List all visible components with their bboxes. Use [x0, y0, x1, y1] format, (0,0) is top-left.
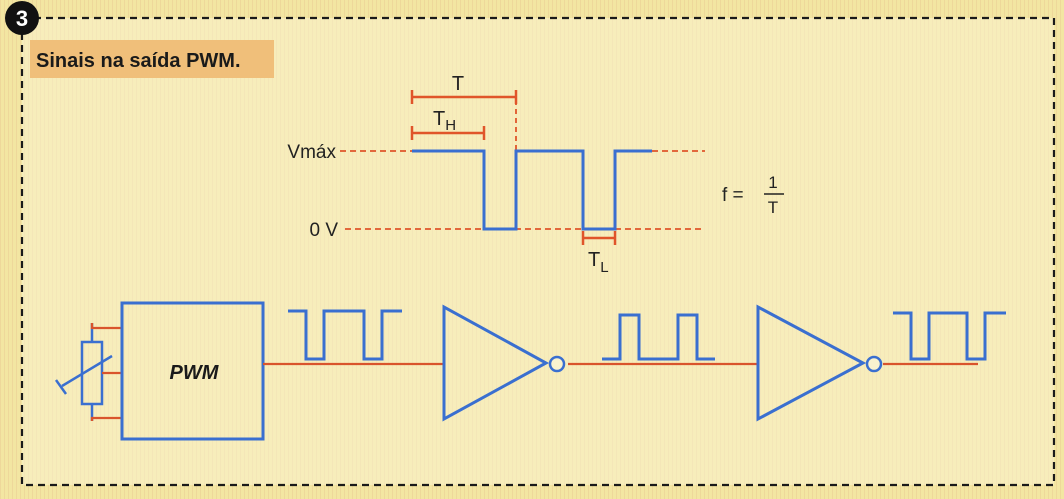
formula-numerator: 1 — [768, 173, 777, 192]
inverter-1 — [442, 304, 566, 422]
waveform-pwm-output — [288, 309, 402, 361]
pot-wires — [90, 323, 122, 421]
figure-number: 3 — [16, 6, 28, 31]
formula-denominator: T — [768, 198, 778, 217]
TH-main: T — [433, 108, 445, 130]
TH-subscript: H — [445, 117, 456, 134]
TL-main: T — [588, 249, 600, 271]
figure-panel — [22, 18, 1054, 485]
TL-subscript: L — [600, 259, 608, 276]
caption-box — [30, 40, 274, 78]
period-T-bracket — [410, 90, 518, 104]
timing-diagram: Vmáx 0 V T TH TL f = 1 T — [287, 73, 784, 276]
figure-frame — [20, 16, 1056, 487]
waveform-inverted — [602, 313, 715, 361]
period-T-label: T — [452, 73, 464, 95]
inverter-2 — [756, 304, 883, 422]
formula-lhs: f = — [722, 185, 744, 206]
high-time-TH-label: TH — [433, 108, 456, 134]
pwm-waveform — [412, 149, 652, 231]
figure-number-badge: 3 — [5, 1, 39, 35]
high-time-TH-bracket — [410, 126, 486, 140]
frequency-formula: f = 1 T — [722, 173, 784, 217]
zero-volt-label: 0 V — [309, 220, 338, 241]
pwm-block — [120, 301, 265, 441]
circuit-diagram: PWM — [54, 301, 1006, 441]
caption-text: Sinais na saída PWM. — [36, 50, 241, 72]
vmax-label: Vmáx — [287, 142, 336, 163]
waveform-reinverted — [893, 311, 1006, 361]
low-time-TL-label: TL — [588, 249, 609, 276]
low-time-TL-bracket — [581, 231, 617, 245]
pwm-block-label: PWM — [170, 362, 220, 384]
